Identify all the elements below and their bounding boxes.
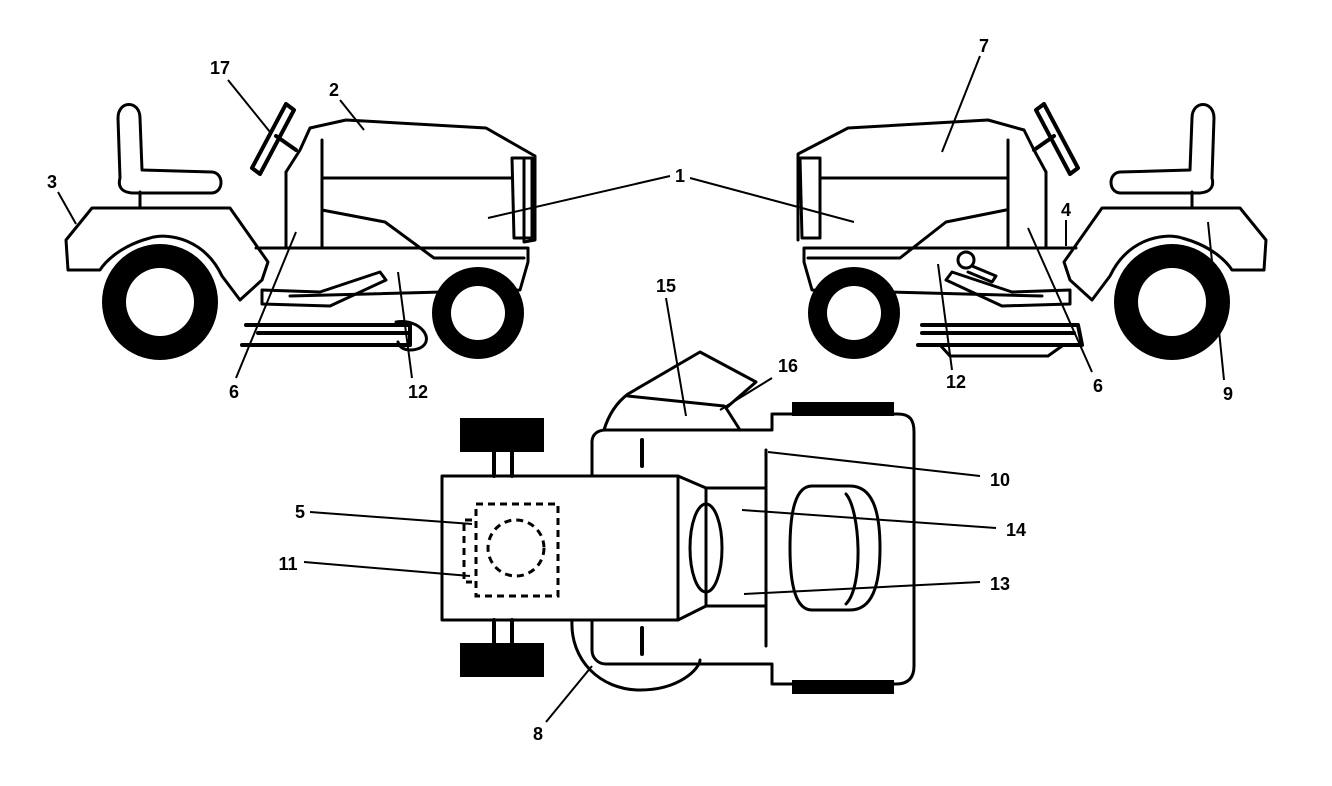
front-wheel-top-upper xyxy=(460,418,544,452)
callout-17: 17 xyxy=(210,58,230,78)
callout-2: 2 xyxy=(329,80,339,100)
callout-9: 9 xyxy=(1223,384,1233,404)
tractor-right-view xyxy=(796,102,1268,360)
callout-15: 15 xyxy=(656,276,676,296)
callout-8: 8 xyxy=(533,724,543,744)
hood-top xyxy=(440,474,680,622)
mower-deck-right xyxy=(916,323,1084,347)
callout-3: 3 xyxy=(47,172,57,192)
callout-16: 16 xyxy=(778,356,798,376)
tractor-left-view xyxy=(64,102,537,360)
engine-outline xyxy=(474,502,560,598)
callout-5: 5 xyxy=(295,502,305,522)
callout-13: 13 xyxy=(990,574,1010,594)
callout-12-left: 12 xyxy=(408,382,428,402)
callout-11: 11 xyxy=(278,554,297,574)
callout-labels: 1 2 3 4 5 6 6 7 8 9 10 11 12 12 13 14 15… xyxy=(47,36,1233,744)
rear-fender-left xyxy=(64,206,270,302)
callout-7: 7 xyxy=(979,36,989,56)
callout-12-right: 12 xyxy=(946,372,966,392)
front-wheel-top-lower xyxy=(460,643,544,677)
callout-6-right: 6 xyxy=(1093,376,1103,396)
seat-top xyxy=(788,484,882,612)
steering-wheel-right xyxy=(1034,102,1080,176)
deck-top xyxy=(590,412,916,686)
callout-14: 14 xyxy=(1006,520,1026,540)
callout-1: 1 xyxy=(675,166,685,186)
leader-lines xyxy=(57,55,1225,723)
rear-fender-right xyxy=(1062,206,1268,302)
steering-wheel-left xyxy=(250,102,296,176)
seat-left xyxy=(116,103,223,195)
callout-4: 4 xyxy=(1061,200,1071,220)
tractor-top-view xyxy=(440,350,916,694)
discharge-chute xyxy=(602,350,758,432)
rear-wheel-top-lower xyxy=(792,680,894,694)
seat-right xyxy=(1109,103,1216,195)
hood-left xyxy=(284,118,537,244)
callout-6-left: 6 xyxy=(229,382,239,402)
callout-10: 10 xyxy=(990,470,1010,490)
